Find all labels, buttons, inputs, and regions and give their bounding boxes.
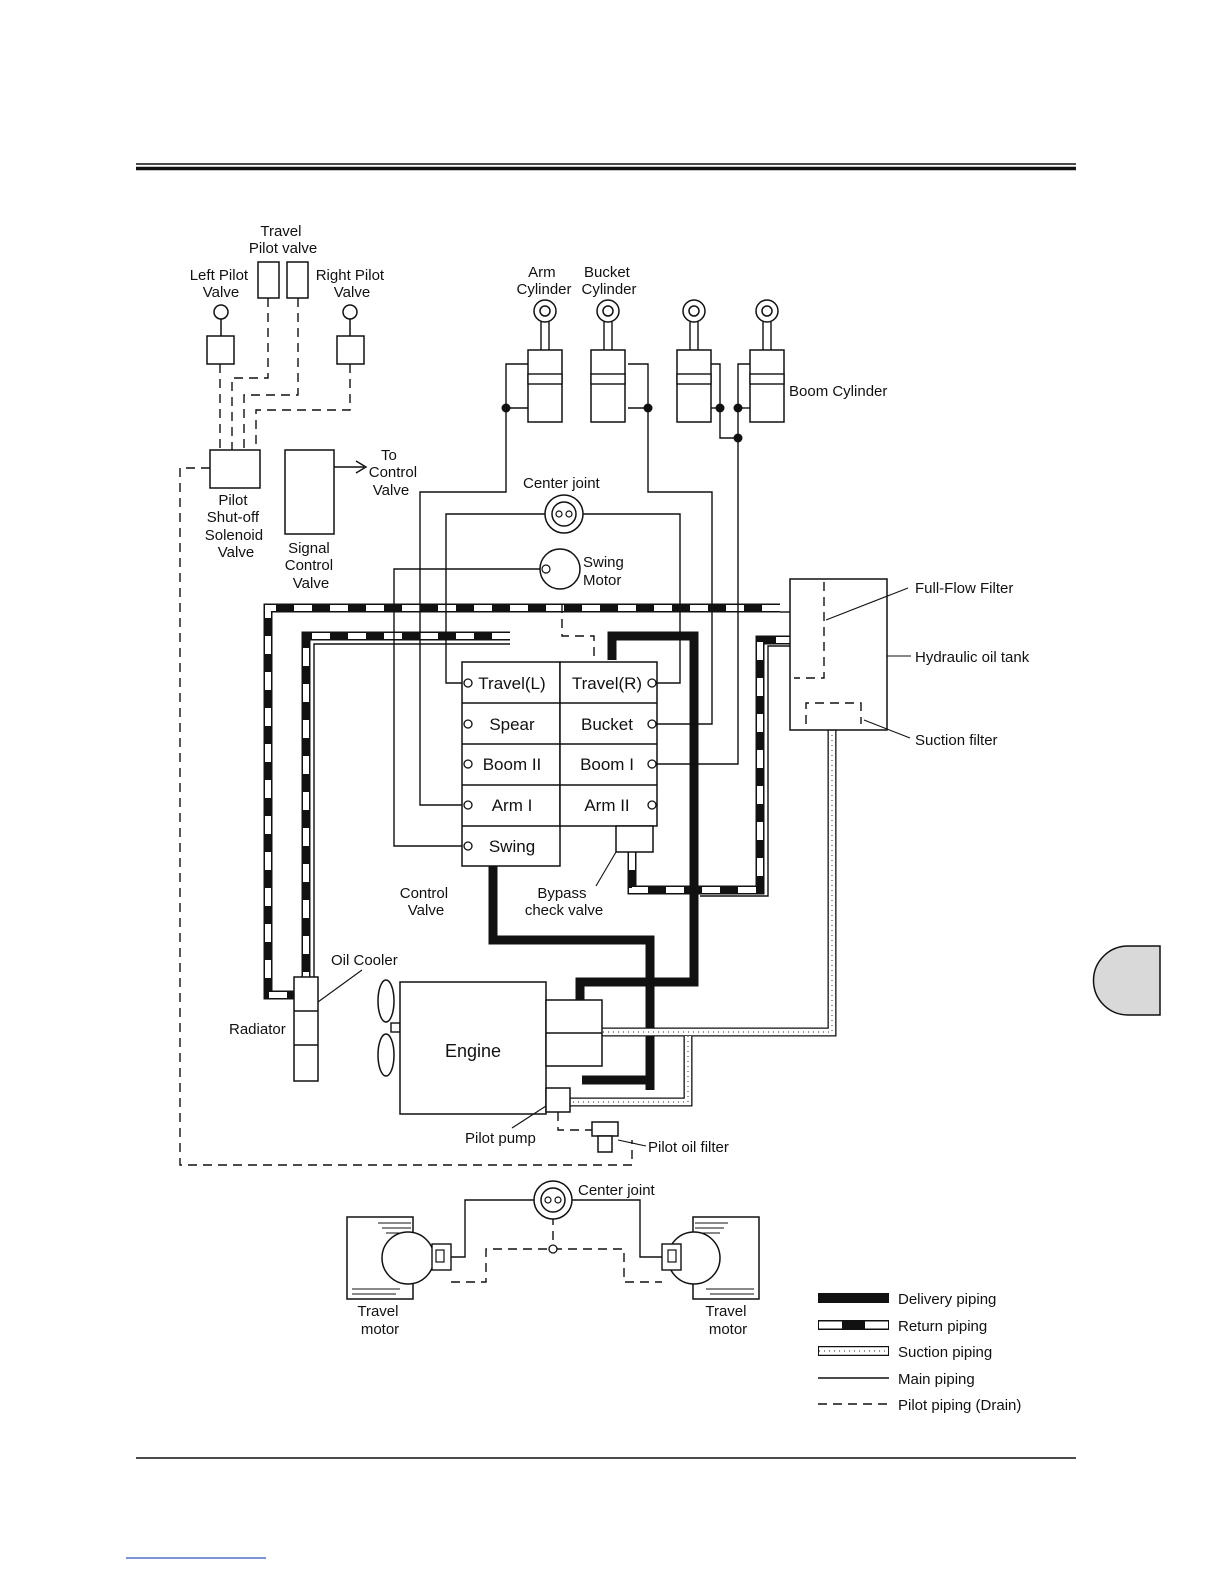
label-engine: Engine <box>445 1041 501 1061</box>
center-joint-top <box>544 494 584 534</box>
main-piping <box>313 363 790 1258</box>
label-boom-cylinder: Boom Cylinder <box>789 383 887 400</box>
center-joint-drain-port <box>548 1244 558 1254</box>
legend-delivery: Delivery piping <box>818 1291 996 1308</box>
label-bypass-check-valve: Bypass check valve <box>525 885 603 919</box>
label-full-flow-filter: Full-Flow Filter <box>915 580 1013 597</box>
label-control-valve: Control Valve <box>400 885 453 919</box>
label-travel-pilot-valve: Travel Pilot valve <box>249 223 317 257</box>
return-piping <box>263 603 790 1000</box>
label-radiator: Radiator <box>229 1021 286 1038</box>
control-valve-section-labels: Travel(L) Spear Boom II Arm I Swing Trav… <box>478 674 642 856</box>
label-arm-cylinder: Arm Cylinder <box>516 264 571 298</box>
legend-pilot: Pilot piping (Drain) <box>818 1397 1021 1414</box>
label-to-control-valve: To Control Valve <box>369 447 422 499</box>
bucket-cylinder <box>590 299 626 423</box>
label-suction-filter: Suction filter <box>915 732 998 749</box>
header-rule <box>136 163 1076 171</box>
boom-cylinder-right <box>749 299 785 423</box>
junction-dots <box>501 403 743 443</box>
control-valve-ports <box>463 678 657 851</box>
label-signal-control-valve: Signal Control Valve <box>285 540 338 592</box>
section-travel-l: Travel(L) <box>478 674 545 693</box>
left-pilot-valve <box>206 304 235 365</box>
diagram-labels: Travel Pilot valve Left Pilot Valve Righ… <box>190 223 1030 1338</box>
suction-piping <box>570 730 837 1107</box>
swing-motor <box>539 548 581 590</box>
label-pilot-shutoff-solenoid-valve: Pilot Shut-off Solenoid Valve <box>205 492 268 561</box>
label-center-joint-bottom: Center joint <box>578 1182 656 1199</box>
section-swing: Swing <box>489 837 535 856</box>
travel-motor-left-symbol <box>346 1216 452 1300</box>
delivery-piping <box>488 631 699 1090</box>
label-pilot-oil-filter: Pilot oil filter <box>648 1139 729 1156</box>
travel-pilot-valve <box>257 261 309 299</box>
label-right-pilot-valve: Right Pilot Valve <box>316 267 389 301</box>
hydraulic-oil-tank <box>789 578 888 731</box>
center-joint-bottom <box>533 1180 573 1220</box>
signal-control-valve <box>284 449 335 535</box>
label-swing-motor: Swing Motor <box>583 554 628 589</box>
pilot-pump <box>545 1087 571 1113</box>
label-bucket-cylinder: Bucket Cylinder <box>581 264 636 298</box>
travel-motor-right-symbol <box>661 1216 760 1300</box>
section-boom-ii: Boom II <box>483 755 542 774</box>
legend-suction: Suction piping <box>818 1344 992 1361</box>
legend-pilot-label: Pilot piping (Drain) <box>898 1397 1021 1414</box>
boom-cylinder-left <box>676 299 712 423</box>
label-oil-cooler: Oil Cooler <box>331 952 398 969</box>
to-control-valve-arrow <box>334 460 368 474</box>
section-bucket: Bucket <box>581 715 633 734</box>
label-center-joint-top: Center joint <box>523 475 601 492</box>
control-valve <box>461 661 658 867</box>
bypass-check-valve <box>615 825 654 853</box>
legend-return: Return piping <box>818 1318 987 1335</box>
engine <box>399 981 547 1115</box>
legend-suction-label: Suction piping <box>898 1344 992 1361</box>
pilot-shutoff-solenoid-valve <box>209 449 261 489</box>
pilot-oil-filter <box>591 1121 619 1153</box>
right-pilot-valve <box>336 304 365 365</box>
legend: Delivery piping Return piping Suction pi… <box>818 1291 1021 1414</box>
legend-main: Main piping <box>818 1371 975 1388</box>
legend-delivery-label: Delivery piping <box>898 1291 996 1308</box>
label-travel-motor-left: Travel motor <box>357 1303 402 1338</box>
label-pilot-pump: Pilot pump <box>465 1130 536 1147</box>
label-travel-motor-right: Travel motor <box>705 1303 750 1338</box>
legend-main-label: Main piping <box>898 1371 975 1388</box>
label-hydraulic-oil-tank: Hydraulic oil tank <box>915 649 1030 666</box>
label-left-pilot-valve: Left Pilot Valve <box>190 267 253 301</box>
leader-lines <box>317 587 911 1147</box>
legend-return-label: Return piping <box>898 1318 987 1335</box>
oil-cooler-radiator <box>293 976 319 1082</box>
side-tab <box>1092 945 1161 1016</box>
section-arm-ii: Arm II <box>584 796 629 815</box>
engine-fan-icon <box>377 979 401 1077</box>
section-boom-i: Boom I <box>580 755 634 774</box>
section-travel-r: Travel(R) <box>572 674 642 693</box>
section-spear: Spear <box>489 715 535 734</box>
arm-cylinder <box>527 299 563 423</box>
section-arm-i: Arm I <box>492 796 533 815</box>
